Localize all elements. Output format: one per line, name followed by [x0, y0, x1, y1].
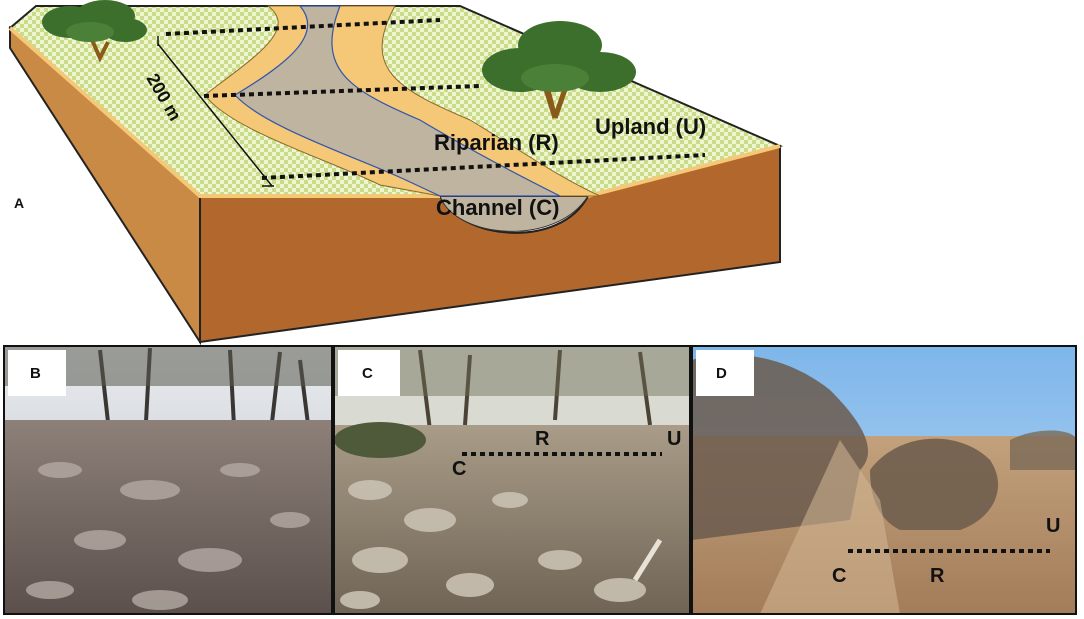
transect-line	[203, 84, 481, 98]
mark-riparian: R	[930, 565, 945, 587]
mark-channel: C	[452, 458, 466, 480]
mark-channel: C	[832, 565, 846, 587]
block-diagram: 200 m Upland (U) Riparian (R) Channel (C…	[8, 0, 784, 346]
transect-line	[165, 18, 441, 36]
panel-letter-b: B	[30, 365, 41, 382]
channel-label: Channel (C)	[436, 195, 559, 220]
mark-riparian: R	[535, 428, 550, 450]
transect-line	[261, 153, 706, 180]
photo-panel-d	[692, 346, 1076, 614]
mark-upland: U	[667, 428, 681, 450]
panel-letter-a: A	[14, 195, 24, 211]
tree-icon	[482, 21, 636, 119]
mark-upland: U	[1046, 515, 1060, 537]
scale-bracket	[157, 36, 274, 187]
panel-letter-d: D	[716, 365, 727, 382]
channel-cross-section	[439, 195, 589, 232]
tree-icon	[42, 0, 147, 63]
upland-label: Upland (U)	[595, 114, 706, 139]
panel-letter-c: C	[362, 365, 373, 382]
riparian-label: Riparian (R)	[434, 130, 559, 155]
